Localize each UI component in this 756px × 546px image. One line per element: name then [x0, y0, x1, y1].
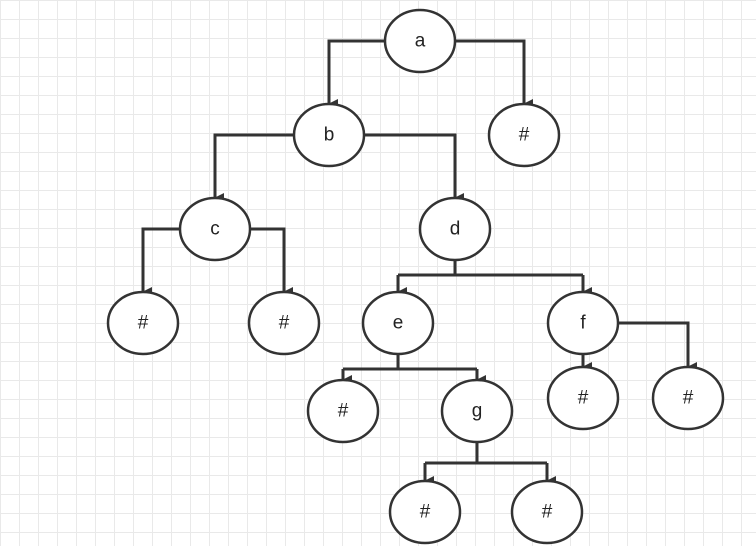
- edge-b-c: [213, 133, 294, 203]
- node-label: #: [578, 388, 589, 409]
- node-label: b: [324, 125, 335, 146]
- edge-c-c_l: [141, 227, 180, 297]
- node-circle: [247, 290, 321, 356]
- node-circle: [546, 290, 620, 356]
- node-label: e: [393, 313, 404, 334]
- node-label: #: [420, 502, 431, 523]
- node-circle: [487, 102, 561, 168]
- tree-node-a-r: #: [487, 102, 561, 168]
- edges-layer: [141, 39, 697, 486]
- edge-b-d: [364, 133, 464, 203]
- node-circle: [383, 8, 457, 74]
- node-circle: [546, 365, 620, 431]
- node-circle: [651, 365, 725, 431]
- node-label: d: [450, 219, 461, 240]
- tree-node-f-r: #: [651, 365, 725, 431]
- node-label: #: [338, 401, 349, 422]
- tree-node-e: e: [361, 290, 435, 356]
- node-circle: [106, 290, 180, 356]
- node-label: a: [415, 31, 426, 52]
- edge-a-a_r: [455, 39, 533, 109]
- node-circle: [292, 102, 366, 168]
- node-label: f: [580, 313, 586, 334]
- node-label: c: [210, 219, 220, 240]
- edge-a-b: [327, 39, 385, 109]
- tree-node-g-r: #: [510, 479, 584, 545]
- tree-node-f: f: [546, 290, 620, 356]
- node-label: #: [542, 502, 553, 523]
- node-label: #: [519, 125, 530, 146]
- node-label: g: [472, 401, 483, 422]
- node-label: #: [138, 313, 149, 334]
- node-circle: [178, 196, 252, 262]
- node-label: #: [683, 388, 694, 409]
- node-circle: [361, 290, 435, 356]
- tree-node-b: b: [292, 102, 366, 168]
- nodes-layer: a b # c d # # e f # g # # # #: [106, 8, 725, 545]
- tree-node-g-l: #: [388, 479, 462, 545]
- node-circle: [418, 196, 492, 262]
- node-circle: [388, 479, 462, 545]
- tree-node-g: g: [440, 378, 514, 444]
- node-circle: [306, 378, 380, 444]
- tree-node-a: a: [383, 8, 457, 74]
- tree-node-c-r: #: [247, 290, 321, 356]
- tree-node-c-l: #: [106, 290, 180, 356]
- node-circle: [440, 378, 514, 444]
- edge-f-f_r: [618, 321, 697, 372]
- tree-node-f-l: #: [546, 365, 620, 431]
- tree-node-c: c: [178, 196, 252, 262]
- node-circle: [510, 479, 584, 545]
- tree-node-d: d: [418, 196, 492, 262]
- node-label: #: [279, 313, 290, 334]
- tree-node-e-l: #: [306, 378, 380, 444]
- edge-c-c_r: [250, 227, 293, 297]
